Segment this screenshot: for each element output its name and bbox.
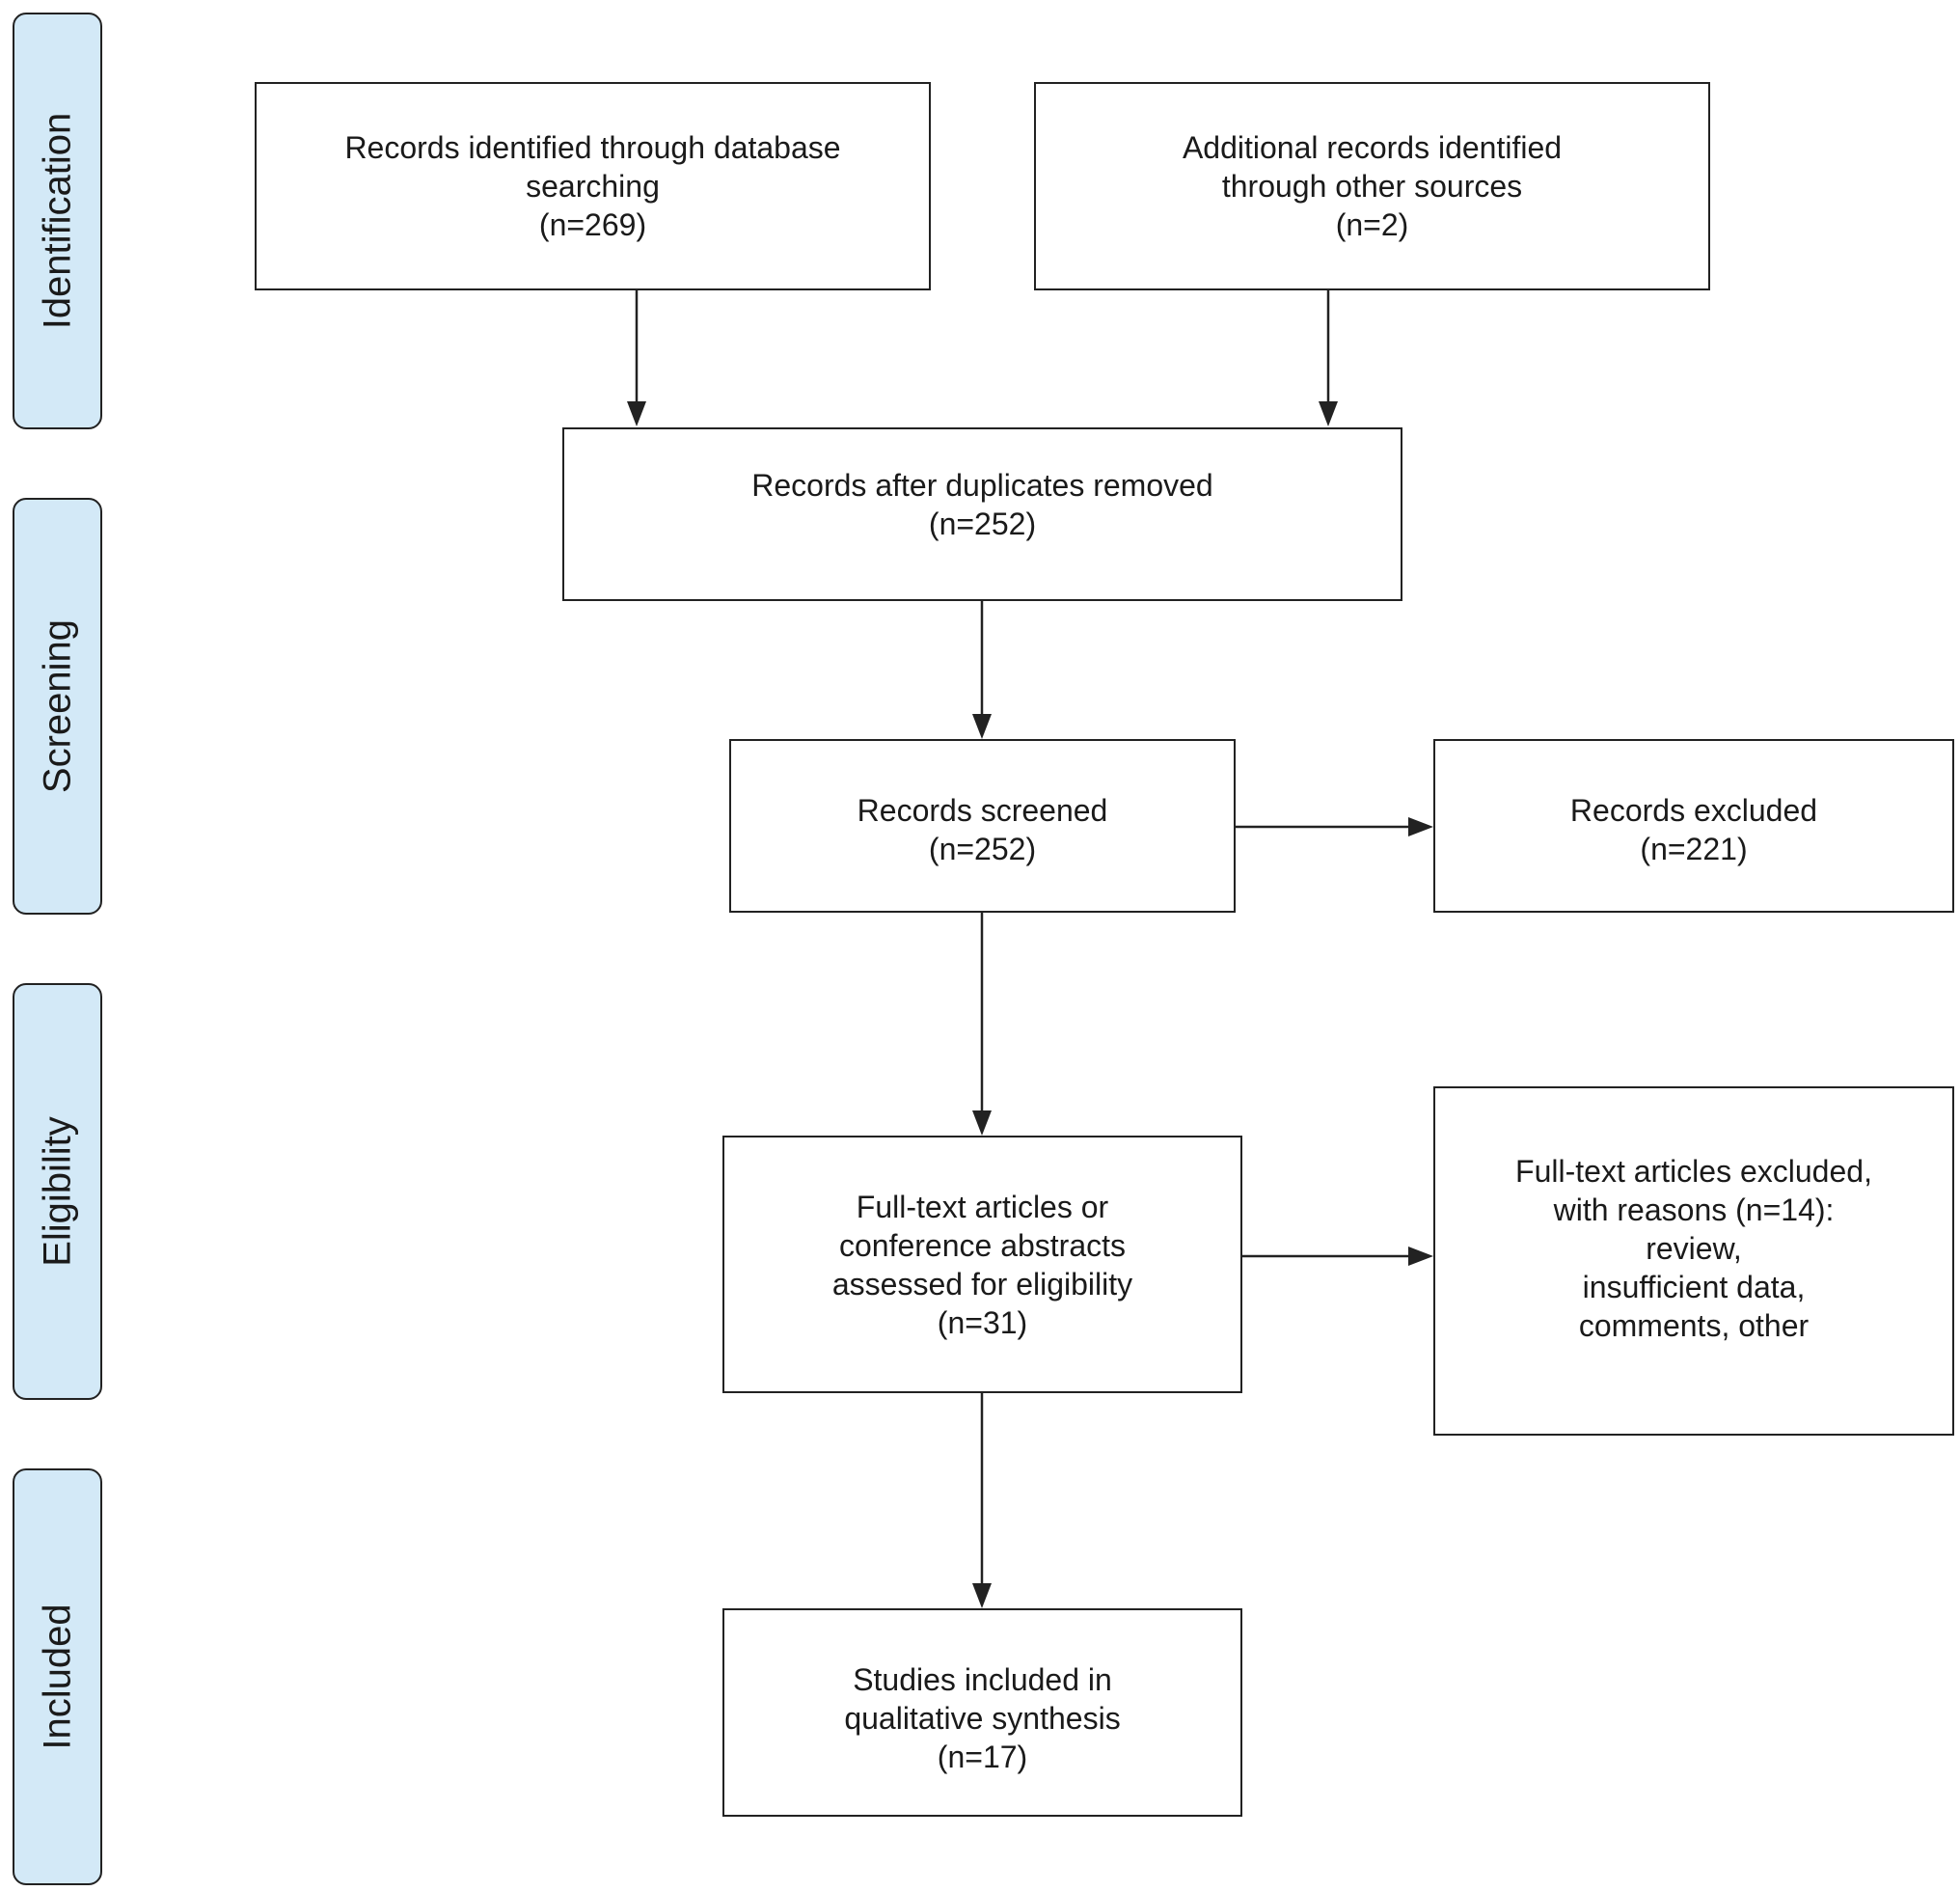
box-excluded-line-1: Records excluded [1569, 793, 1818, 828]
arrowhead-fulltext-to-excluded [1408, 1247, 1433, 1266]
box-other-line-2: through other sources [1221, 169, 1523, 204]
box-other-line-1: Additional records identified [1182, 130, 1563, 165]
box-studies-included: Studies included in qualitative synthesi… [722, 1608, 1242, 1817]
box-fulltext-line-3: assessed for eligibility [831, 1267, 1133, 1302]
box-fulltext-excluded-reason-2: insufficient data, [1582, 1270, 1806, 1304]
box-fulltext-excluded-reason-1: review, [1646, 1231, 1742, 1266]
arrowhead-screened-to-fulltext [972, 1110, 992, 1136]
box-included-count: (n=17) [937, 1740, 1028, 1774]
stage-included: Included [13, 1468, 102, 1885]
box-database-records: Records identified through database sear… [255, 82, 931, 290]
box-records-excluded: Records excluded (n=221) [1433, 739, 1954, 913]
box-records-screened: Records screened (n=252) [729, 739, 1236, 913]
box-fulltext-count: (n=31) [937, 1305, 1028, 1340]
arrowhead-fulltext-to-included [972, 1583, 992, 1608]
arrowhead-screened-to-excluded [1408, 817, 1433, 836]
box-screened-count: (n=252) [928, 832, 1037, 866]
box-screened-line-1: Records screened [857, 793, 1108, 828]
arrowhead-duplicates-to-screened [972, 714, 992, 739]
box-fulltext-line-1: Full-text articles or [856, 1190, 1109, 1224]
arrowhead-database-to-duplicates [627, 401, 646, 426]
box-duplicates-removed: Records after duplicates removed (n=252) [562, 427, 1402, 601]
box-database-line-2: searching [526, 169, 660, 204]
box-fulltext-excluded-line-2: with reasons (n=14): [1553, 1192, 1835, 1227]
stage-screening: Screening [13, 498, 102, 915]
box-included-line-1: Studies included in [853, 1662, 1112, 1697]
box-fulltext-excluded-line-1: Full-text articles excluded, [1515, 1154, 1872, 1189]
box-other-sources: Additional records identified through ot… [1034, 82, 1710, 290]
box-database-count: (n=269) [538, 207, 647, 242]
arrowhead-other-to-duplicates [1319, 401, 1338, 426]
box-duplicates-line-1: Records after duplicates removed [751, 468, 1213, 503]
stage-identification: Identification [13, 13, 102, 429]
box-fulltext-excluded: Full-text articles excluded, with reason… [1433, 1086, 1954, 1436]
box-fulltext-excluded-reason-3: comments, other [1578, 1308, 1810, 1343]
stage-eligibility: Eligibility [13, 983, 102, 1400]
box-duplicates-count: (n=252) [928, 507, 1037, 541]
box-fulltext-assessed: Full-text articles or conference abstrac… [722, 1136, 1242, 1393]
box-fulltext-line-2: conference abstracts [838, 1228, 1127, 1263]
box-database-line-1: Records identified through database [344, 130, 841, 165]
box-excluded-count: (n=221) [1640, 832, 1748, 866]
box-other-count: (n=2) [1335, 207, 1409, 242]
box-included-line-2: qualitative synthesis [844, 1701, 1121, 1736]
